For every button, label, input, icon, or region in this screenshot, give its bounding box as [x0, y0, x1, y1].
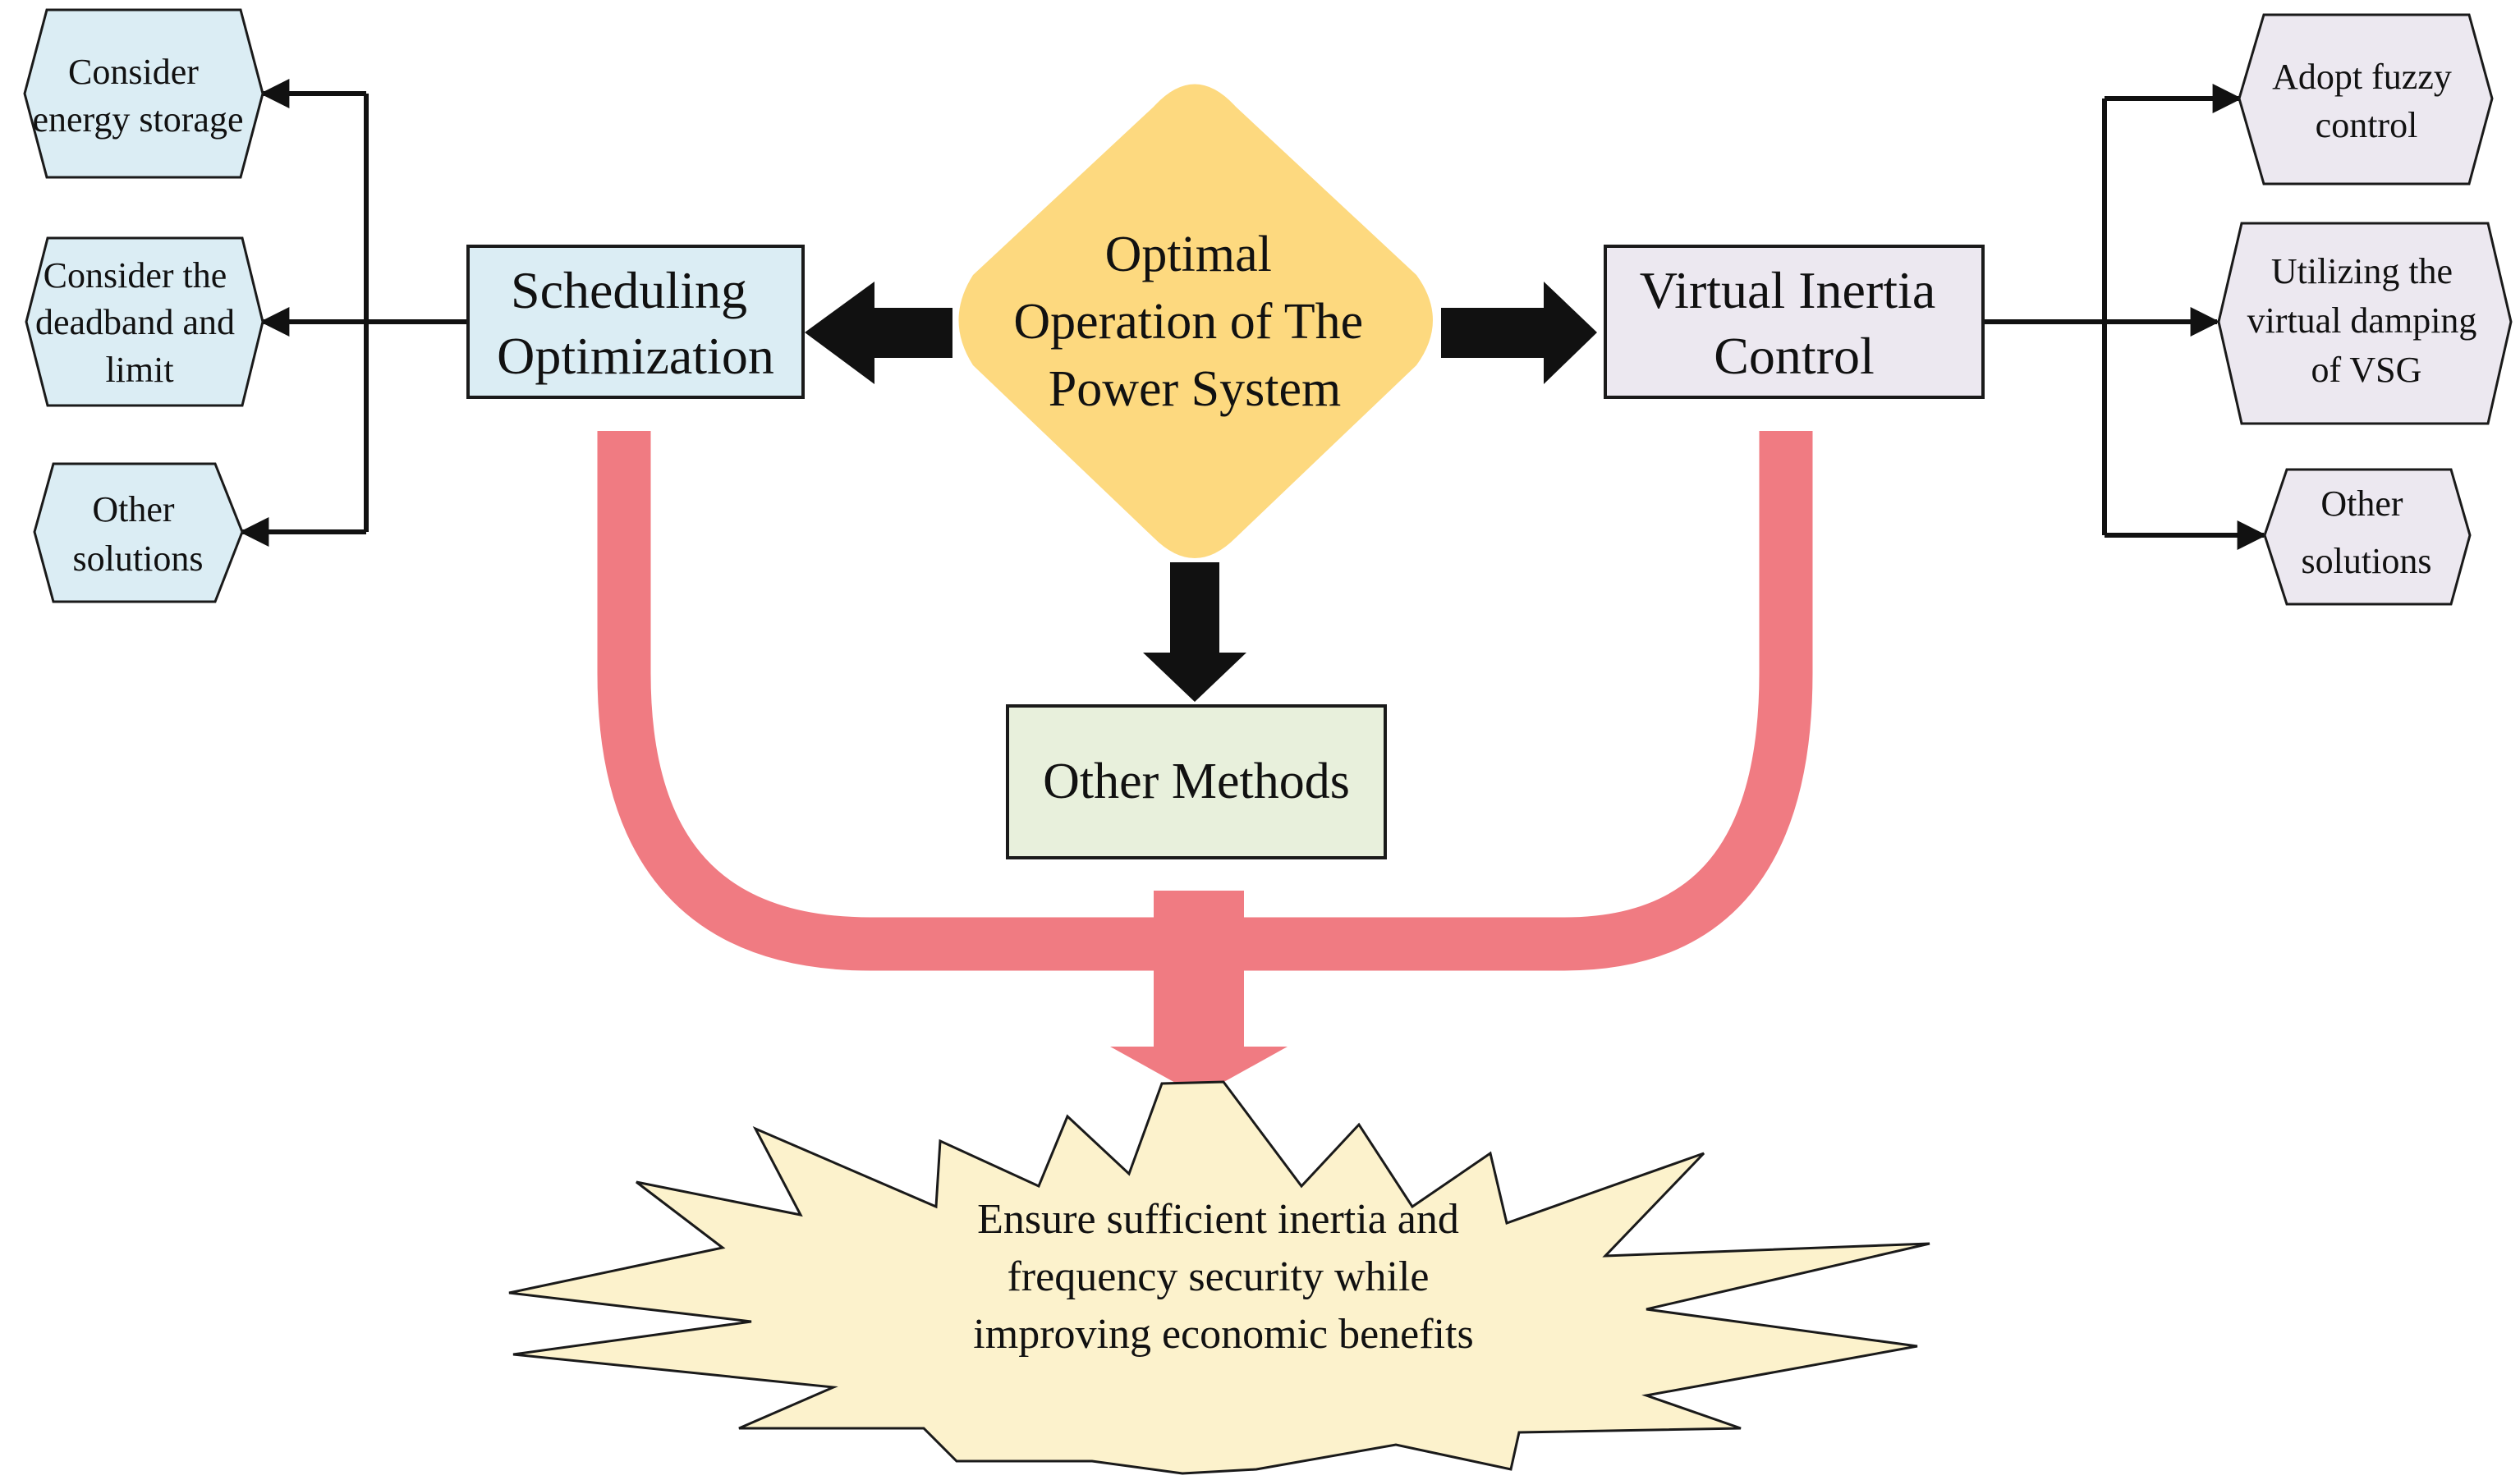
outcome-starburst — [508, 1080, 1930, 1475]
right-option-fuzzy-control — [2238, 13, 2494, 186]
other-methods-box — [1006, 704, 1387, 859]
arrow-to-right — [1441, 282, 1597, 384]
virtual-inertia-control-box — [1604, 245, 1985, 399]
left-option-energy-storage-label: Consider energy storage — [33, 52, 244, 140]
center-title: Optimal Operation of The Power System — [1013, 227, 1375, 417]
left-option-deadband-label: Consider the deadband and limit — [35, 255, 244, 390]
right-option-other-label: Other solutions — [2302, 483, 2432, 581]
right-option-other — [2263, 468, 2472, 606]
center-diamond — [958, 82, 1433, 558]
merge-down-arrow — [1110, 891, 1288, 1096]
right-option-virtual-damping-label: Utilizing the virtual damping of VSG — [2247, 251, 2486, 390]
other-methods-label: Other Methods — [1043, 754, 1350, 809]
scheduling-optimization-label: Scheduling Optimization — [497, 261, 774, 385]
scheduling-optimization-box — [466, 245, 805, 399]
left-connectors — [239, 79, 468, 547]
right-connectors — [1983, 84, 2267, 550]
left-option-energy-storage — [23, 8, 264, 179]
arrow-to-left — [805, 282, 952, 384]
left-option-other-label: Other solutions — [73, 489, 204, 579]
virtual-inertia-control-label: Virtual Inertia Control — [1640, 261, 1949, 385]
left-option-other — [33, 462, 244, 603]
outcome-label: Ensure sufficient inertia and frequency … — [973, 1196, 1473, 1358]
right-option-fuzzy-control-label: Adopt fuzzy control — [2272, 57, 2461, 145]
right-option-virtual-damping — [2217, 222, 2513, 425]
arrow-to-bottom — [1143, 562, 1246, 702]
left-option-deadband — [25, 236, 264, 407]
